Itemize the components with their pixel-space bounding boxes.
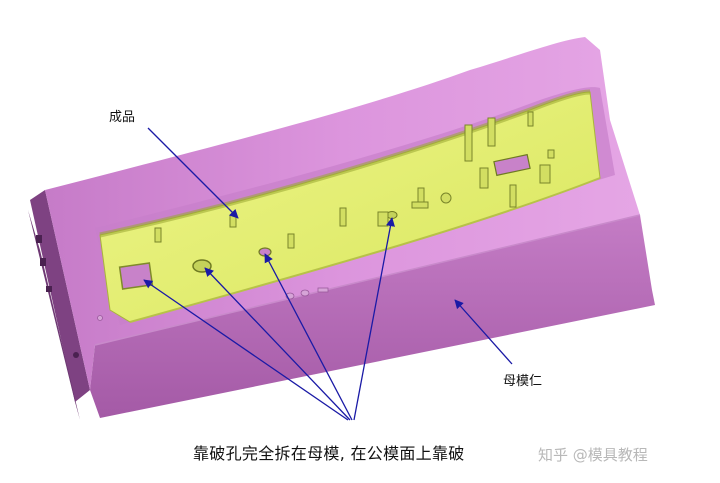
annotation-note: 靠破孔完全拆在母模, 在公模面上靠破 [193,444,465,463]
bosses [154,111,555,249]
mold-front-edge [94,214,641,346]
mold-lip-features [97,287,329,321]
product-label: 成品 [109,110,136,125]
mold-front-face [90,215,655,418]
rect-window [493,153,531,177]
arrow-hole-1 [143,279,349,421]
boss-round [440,192,452,204]
arrow-product [147,127,239,219]
arrow-hole-4 [353,217,395,421]
arrow-cavity [454,299,513,365]
arrow-hole-3 [264,253,353,421]
arrow-hole-2 [204,267,351,421]
product-rim [99,89,591,238]
side-holes [36,235,79,358]
watermark: 知乎 @模具教程 [538,446,648,464]
square-hole [118,262,154,290]
round-hole [192,259,212,273]
cavity-insert-label: 母模仁 [503,374,543,389]
product-bottom-edge [129,177,601,323]
mold-side-face [30,190,90,402]
